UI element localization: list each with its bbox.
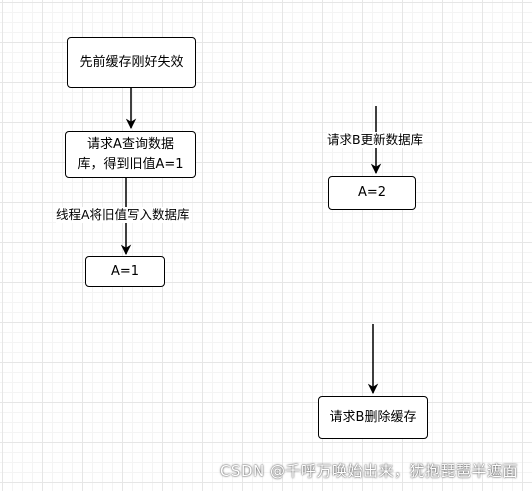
node-request-a-query-label: 请求A查询数据库，得到旧值A=1: [77, 136, 184, 172]
node-value-a1[interactable]: A=1: [85, 256, 165, 287]
node-value-a2[interactable]: A=2: [328, 176, 416, 210]
edge-label-write-old-value: 线程A将旧值写入数据库: [56, 207, 190, 223]
node-cache-invalid[interactable]: 先前缓存刚好失效: [67, 37, 196, 88]
node-request-a-query[interactable]: 请求A查询数据库，得到旧值A=1: [65, 131, 196, 178]
node-request-b-delete[interactable]: 请求B删除缓存: [318, 396, 428, 439]
edge-label-update-db: 请求B更新数据库: [327, 132, 424, 148]
node-value-a1-label: A=1: [110, 263, 140, 279]
node-cache-invalid-label: 先前缓存刚好失效: [79, 54, 184, 70]
node-value-a2-label: A=2: [357, 185, 387, 200]
node-request-b-delete-label: 请求B删除缓存: [329, 409, 417, 425]
watermark: CSDN @千呼万唤始出来，犹抱琵琶半遮面: [219, 462, 518, 480]
